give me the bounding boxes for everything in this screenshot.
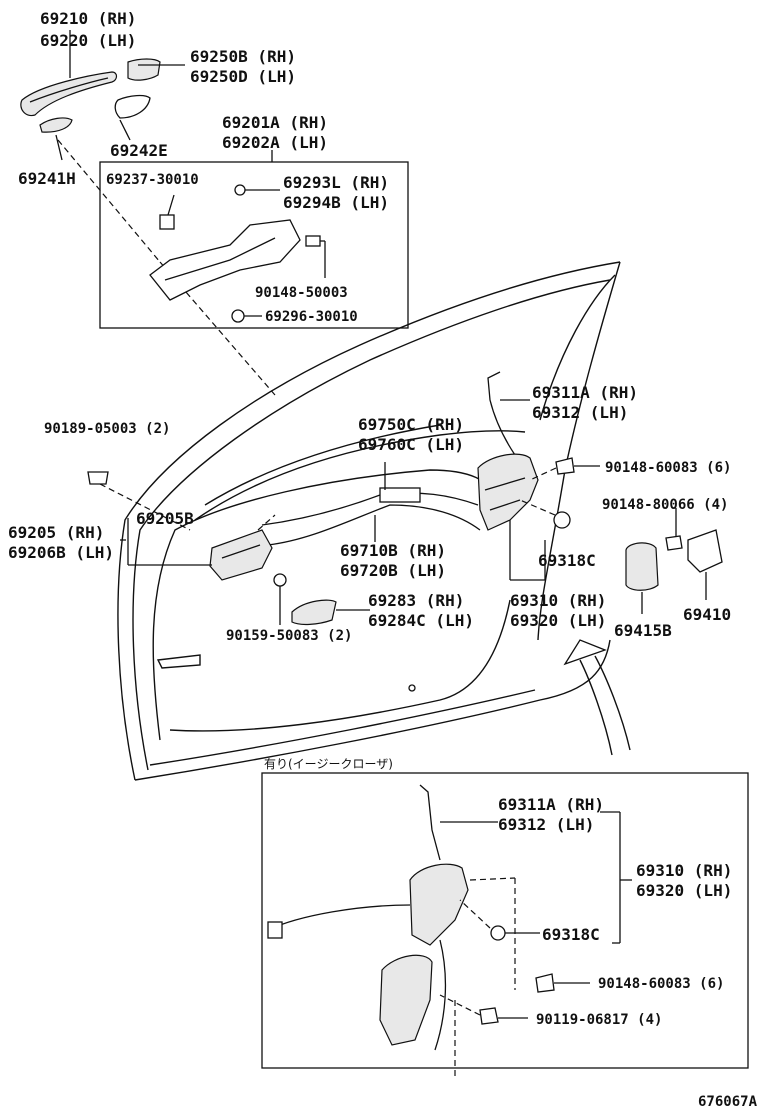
label-inset-lock-rod-rh: 69311A (RH)	[498, 795, 604, 814]
label-69205b: 69205B	[136, 509, 194, 528]
label-69241h: 69241H	[18, 169, 76, 188]
label-bezel-lh: 69284C (LH)	[368, 611, 474, 630]
label-lock-assy-rh: 69310 (RH)	[510, 591, 606, 610]
label-cable-upper-lh: 69760C (LH)	[358, 435, 464, 454]
figure-id: 676067A	[698, 1094, 758, 1110]
label-90148-60083: 90148-60083 (6)	[605, 460, 731, 476]
p69242e-part	[114, 94, 151, 119]
door-outline	[117, 261, 621, 781]
clip-part	[87, 471, 109, 485]
frame-part	[149, 184, 321, 323]
label-bezel-rh: 69283 (RH)	[368, 591, 464, 610]
label-69237: 69237-30010	[106, 172, 199, 188]
label-lock-rod-lh: 69312 (LH)	[532, 403, 628, 422]
label-frame-lh: 69202A (LH)	[222, 133, 328, 152]
label-cable-lower-lh: 69720B (LH)	[340, 561, 446, 580]
label-lock-assy-lh: 69320 (LH)	[510, 611, 606, 630]
inner-handle-part	[209, 529, 273, 581]
label-handle-cover-lh: 69250D (LH)	[190, 67, 296, 86]
label-69296: 69296-30010	[265, 309, 358, 325]
label-inset-lock-rod-lh: 69312 (LH)	[498, 815, 594, 834]
label-69293-lh: 69294B (LH)	[283, 193, 389, 212]
label-90148-50003: 90148-50003	[255, 285, 348, 301]
label-inset-69318c: 69318C	[542, 925, 600, 944]
cover-part	[625, 542, 659, 591]
label-69415b: 69415B	[614, 621, 672, 640]
door-lock-part	[477, 453, 539, 531]
inset-lock-part	[267, 784, 469, 1051]
cable-part	[261, 487, 481, 546]
label-cable-lower-rh: 69710B (RH)	[340, 541, 446, 560]
label-90189: 90189-05003 (2)	[44, 421, 170, 437]
label-inset-lock-assy-rh: 69310 (RH)	[636, 861, 732, 880]
label-frame-rh: 69201A (RH)	[222, 113, 328, 132]
label-90148-80066: 90148-80066 (4)	[602, 497, 728, 513]
inset-screw	[535, 973, 555, 993]
p69241h-part	[39, 117, 73, 133]
inset-bushing	[490, 925, 506, 941]
label-inner-handle-lh: 69206B (LH)	[8, 543, 114, 562]
label-69318c: 69318C	[538, 551, 596, 570]
label-handle-cover-rh: 69250B (RH)	[190, 47, 296, 66]
label-69410: 69410	[683, 605, 731, 624]
frame-box	[99, 161, 409, 329]
handle-cover-part	[127, 58, 161, 81]
outer-handle-part	[20, 71, 118, 117]
label-inset-90148: 90148-60083 (6)	[598, 976, 724, 992]
label-inner-handle-rh: 69205 (RH)	[8, 523, 104, 542]
inset-title: 有り(イージークローザ)	[264, 757, 393, 771]
label-90159: 90159-50083 (2)	[226, 628, 352, 644]
label-handle-outer-rh: 69210 (RH)	[40, 9, 136, 28]
striker-part	[665, 529, 723, 573]
label-cable-upper-rh: 69750C (RH)	[358, 415, 464, 434]
label-69293-rh: 69293L (RH)	[283, 173, 389, 192]
label-handle-outer-lh: 69220 (LH)	[40, 31, 136, 50]
label-69242e: 69242E	[110, 141, 168, 160]
inset-bolt	[479, 1007, 499, 1025]
bezel-part	[291, 599, 337, 626]
bushing-part	[553, 511, 571, 529]
labels: 69210 (RH) 69220 (LH) 69250B (RH) 69250D…	[8, 9, 758, 1110]
label-lock-rod-rh: 69311A (RH)	[532, 383, 638, 402]
screw-part	[555, 457, 600, 475]
inset-box	[261, 772, 749, 1069]
label-inset-lock-assy-lh: 69320 (LH)	[636, 881, 732, 900]
label-inset-90119: 90119-06817 (4)	[536, 1012, 662, 1028]
